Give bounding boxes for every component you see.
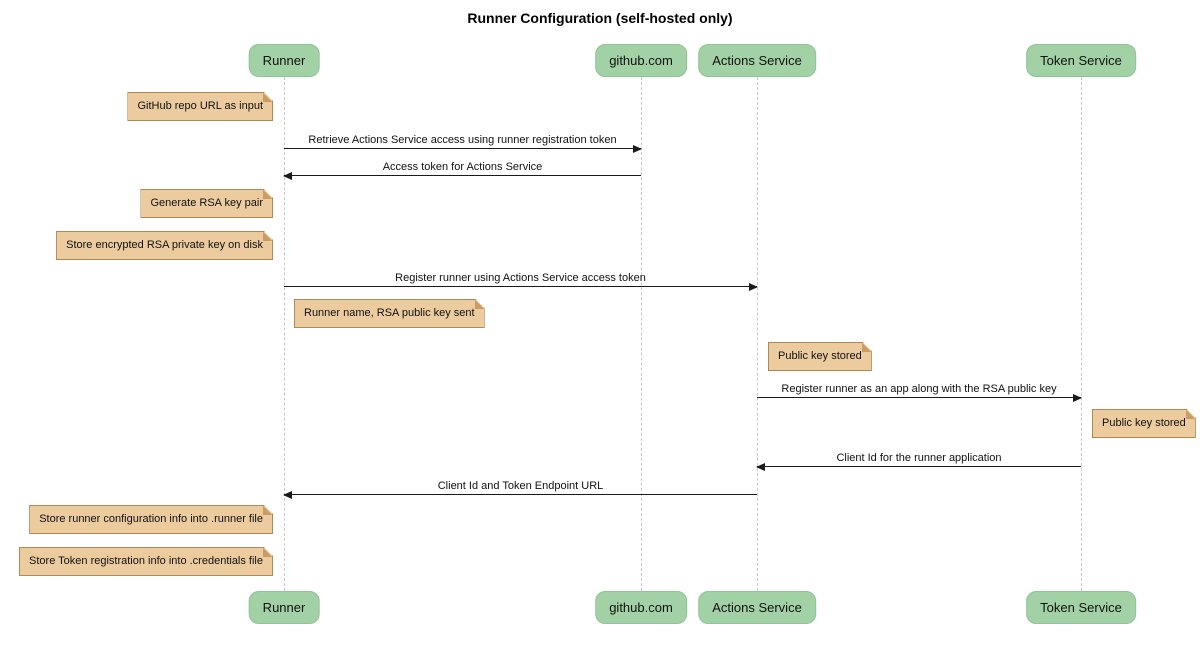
note-store-token-registration-info: Store Token registration info into .cred… <box>19 547 273 576</box>
note-public-key-stored-token-service: Public key stored <box>1092 409 1196 438</box>
arrowhead-left-icon <box>283 172 292 180</box>
participant-token-service-top: Token Service <box>1026 44 1136 77</box>
message-label: Register runner as an app along with the… <box>781 383 1057 395</box>
message-access-token-for-actions-service: Access token for Actions Service <box>283 155 641 180</box>
participant-actions-service-top: Actions Service <box>698 44 816 77</box>
lifeline-runner <box>284 77 285 591</box>
note-github-repo-url-as-input: GitHub repo URL as input <box>127 92 273 121</box>
message-label: Client Id for the runner application <box>836 452 1002 464</box>
message-register-runner-as-app: Register runner as an app along with the… <box>757 377 1082 402</box>
lifeline-token-service <box>1081 77 1082 591</box>
participant-actions-service-bottom: Actions Service <box>698 591 816 624</box>
message-register-runner-using-access-token: Register runner using Actions Service ac… <box>284 266 758 291</box>
lifeline-actions-service <box>757 77 758 591</box>
arrowhead-left-icon <box>756 463 765 471</box>
diagram-title: Runner Configuration (self-hosted only) <box>467 10 733 26</box>
note-store-runner-configuration-info: Store runner configuration info into .ru… <box>29 505 273 534</box>
note-public-key-stored-actions-service: Public key stored <box>768 342 872 371</box>
participant-github-com-top: github.com <box>595 44 687 77</box>
note-runner-name-rsa-public-key-sent: Runner name, RSA public key sent <box>294 299 485 328</box>
message-label: Client Id and Token Endpoint URL <box>437 480 604 492</box>
message-label: Register runner using Actions Service ac… <box>395 272 646 284</box>
message-label: Access token for Actions Service <box>382 161 543 173</box>
note-store-encrypted-rsa-private-key: Store encrypted RSA private key on disk <box>56 231 273 260</box>
arrowhead-right-icon <box>1073 394 1082 402</box>
message-client-id-and-token-endpoint-url: Client Id and Token Endpoint URL <box>283 474 757 499</box>
arrowhead-right-icon <box>633 145 642 153</box>
participant-runner-bottom: Runner <box>248 591 320 624</box>
participant-token-service-bottom: Token Service <box>1026 591 1136 624</box>
arrowhead-right-icon <box>749 283 758 291</box>
participant-runner-top: Runner <box>248 44 320 77</box>
arrowhead-left-icon <box>283 491 292 499</box>
note-generate-rsa-key-pair: Generate RSA key pair <box>140 189 273 218</box>
lifeline-github-com <box>641 77 642 591</box>
message-client-id-for-runner-application: Client Id for the runner application <box>756 446 1081 471</box>
participant-github-com-bottom: github.com <box>595 591 687 624</box>
message-label: Retrieve Actions Service access using ru… <box>308 134 617 146</box>
message-retrieve-actions-service-access: Retrieve Actions Service access using ru… <box>284 128 642 153</box>
